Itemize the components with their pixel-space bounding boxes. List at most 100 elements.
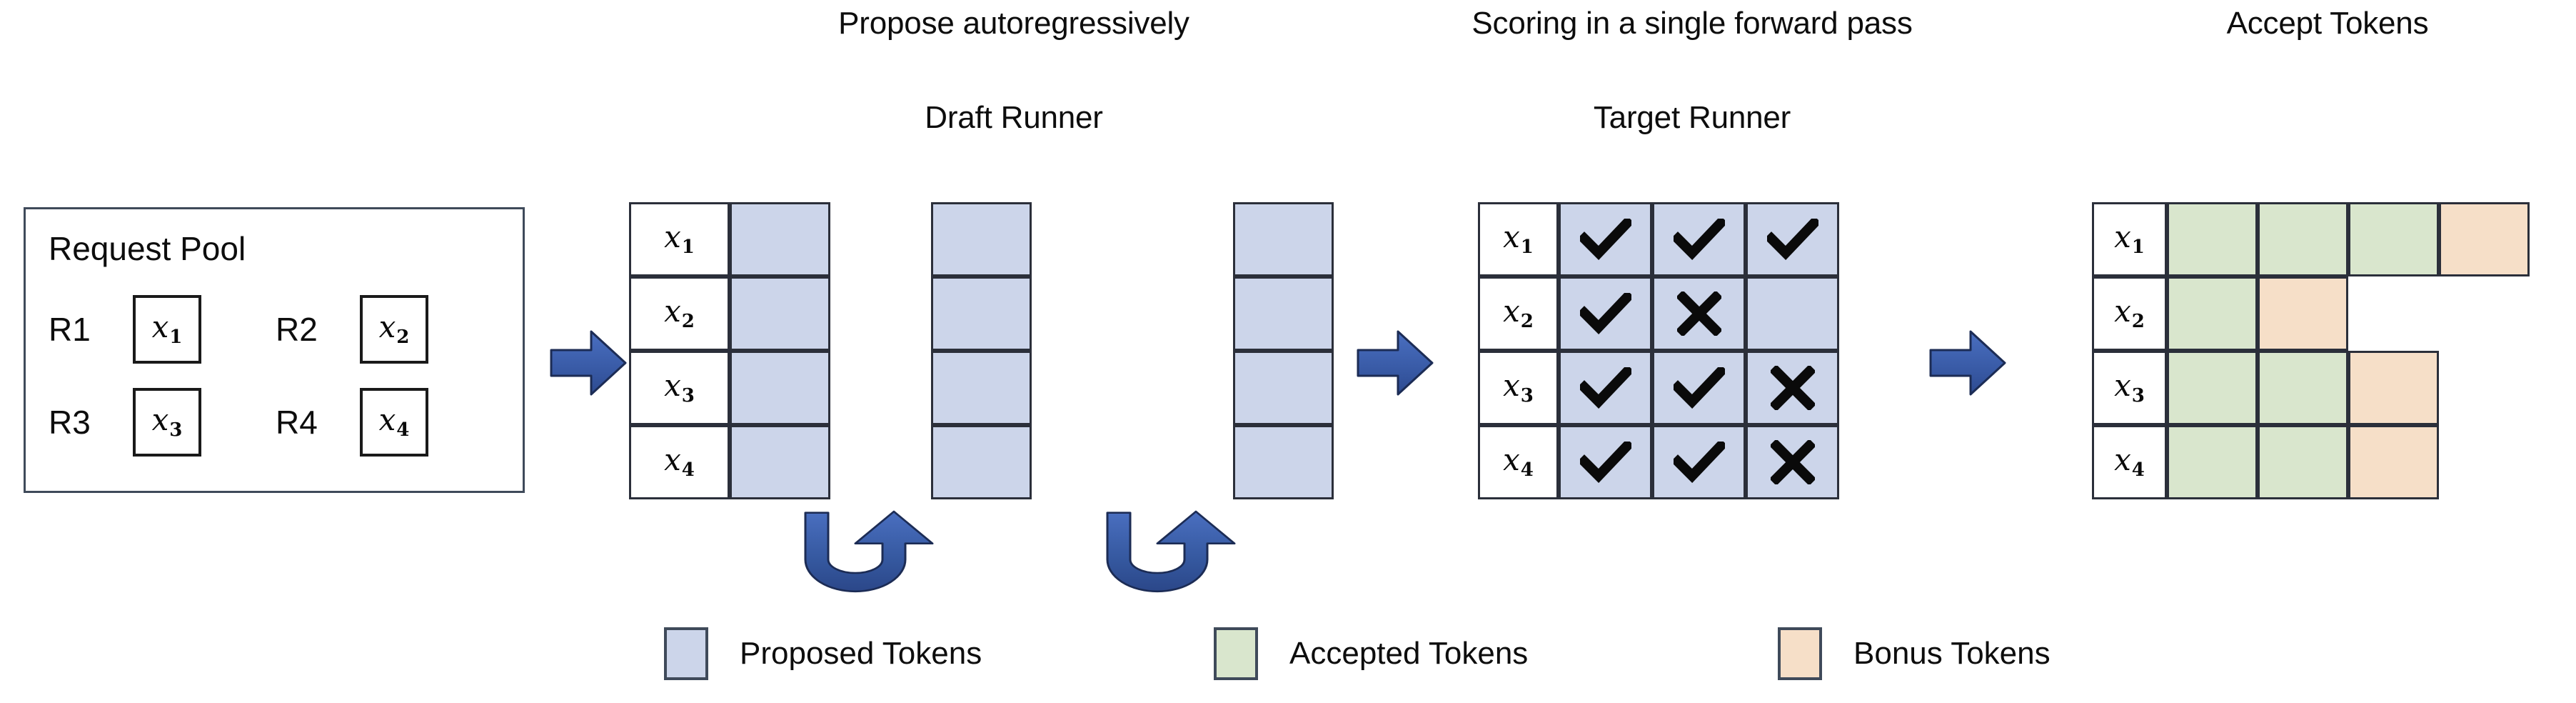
request-token-r3: x3 (133, 388, 201, 457)
accept-row: x3 (2092, 351, 2530, 425)
token-glyph: x2 (378, 309, 410, 348)
target-row: x3 (1478, 351, 1839, 425)
accept-row-label-2: x2 (2092, 276, 2167, 351)
accepted-token-cell (2258, 351, 2348, 425)
accept-tokens-title: Accept Tokens (2226, 6, 2429, 41)
request-token-r2: x2 (360, 295, 428, 364)
draft-proposed-cell (1233, 425, 1334, 499)
check-icon (1654, 353, 1744, 423)
feedback-arrow-step1-to-step2 (793, 493, 1007, 607)
draft-proposed-cell (1233, 276, 1334, 351)
legend-label-proposed: Proposed Tokens (740, 636, 982, 671)
token-glyph: x3 (1503, 368, 1534, 407)
target-row-label-1: x1 (1478, 202, 1559, 276)
token-glyph: x1 (151, 309, 183, 348)
draft-row: x2 (629, 276, 830, 351)
request-row-r1: R1 x1 (49, 295, 201, 364)
target-caption: Scoring in a single forward pass (1471, 6, 1913, 41)
accept-row-label-1: x1 (2092, 202, 2167, 276)
target-score-cell (1559, 351, 1652, 425)
legend-label-accepted: Accepted Tokens (1289, 636, 1529, 671)
target-row-label-3: x3 (1478, 351, 1559, 425)
token-glyph: x1 (664, 219, 695, 258)
token-glyph: x1 (1503, 219, 1534, 258)
draft-proposed-cell (931, 425, 1032, 499)
token-glyph: x3 (2114, 368, 2145, 407)
target-runner-title: Target Runner (1593, 100, 1791, 135)
draft-step-3 (1233, 202, 1334, 499)
flow-arrow-pool-to-draft (548, 323, 628, 403)
request-pool-label: Request Pool (49, 230, 246, 267)
request-id-r3: R3 (49, 404, 91, 441)
draft-row-label-2: x2 (629, 276, 730, 351)
draft-proposed-cell (1233, 202, 1334, 276)
request-token-r1: x1 (133, 295, 201, 364)
bonus-swatch (1778, 627, 1822, 680)
target-score-cell (1559, 202, 1652, 276)
request-id-r2: R2 (276, 311, 318, 348)
target-row: x4 (1478, 425, 1839, 499)
legend-item-accepted: Accepted Tokens (1214, 627, 1528, 680)
draft-row-label-3: x3 (629, 351, 730, 425)
check-icon (1654, 427, 1744, 497)
accepted-token-cell (2167, 276, 2258, 351)
draft-runner-title: Draft Runner (925, 100, 1103, 135)
token-glyph: x4 (1503, 442, 1534, 481)
legend: Proposed Tokens Accepted Tokens Bonus To… (0, 619, 2576, 697)
target-score-cell (1652, 202, 1746, 276)
token-glyph: x3 (664, 368, 695, 407)
target-score-cell (1746, 351, 1839, 425)
target-score-cell (1559, 425, 1652, 499)
check-icon (1561, 204, 1650, 274)
check-icon (1748, 204, 1837, 274)
draft-row-label-1: x1 (629, 202, 730, 276)
request-row-r3: R3 x3 (49, 388, 201, 457)
draft-proposed-cell (1233, 351, 1334, 425)
feedback-arrow-step2-to-step3 (1095, 493, 1309, 607)
target-runner-grid: x1 x2 x3 (1478, 202, 1839, 499)
token-glyph: x4 (2114, 442, 2145, 481)
check-icon (1561, 427, 1650, 497)
draft-proposed-cell (931, 276, 1032, 351)
accepted-token-cell (2167, 425, 2258, 499)
proposed-swatch (664, 627, 708, 680)
request-token-r4: x4 (360, 388, 428, 457)
draft-step-2 (931, 202, 1032, 499)
draft-caption: Propose autoregressively (838, 6, 1189, 41)
draft-proposed-cell (931, 202, 1032, 276)
target-row-label-2: x2 (1478, 276, 1559, 351)
token-glyph: x2 (2114, 294, 2145, 332)
accept-row: x2 (2092, 276, 2530, 351)
check-icon (1654, 204, 1744, 274)
legend-item-proposed: Proposed Tokens (664, 627, 982, 680)
target-score-cell (1652, 351, 1746, 425)
accepted-token-cell (2258, 202, 2348, 276)
accepted-token-cell (2167, 351, 2258, 425)
target-row: x1 (1478, 202, 1839, 276)
target-score-cell (1652, 276, 1746, 351)
accepted-token-cell (2348, 202, 2439, 276)
draft-proposed-cell (730, 276, 830, 351)
flow-arrow-draft-to-target (1355, 323, 1435, 403)
target-score-cell (1746, 276, 1839, 351)
draft-row-label-4: x4 (629, 425, 730, 499)
accept-tokens-grid: x1 x2 x3 x4 (2092, 202, 2530, 499)
draft-proposed-cell (730, 351, 830, 425)
cross-icon (1654, 279, 1744, 349)
bonus-token-cell (2258, 276, 2348, 351)
legend-label-bonus: Bonus Tokens (1853, 636, 2051, 671)
accept-row-label-4: x4 (2092, 425, 2167, 499)
request-id-r4: R4 (276, 404, 318, 441)
bonus-token-cell (2439, 202, 2530, 276)
check-icon (1561, 279, 1650, 349)
draft-proposed-cell (730, 202, 830, 276)
cross-icon (1748, 427, 1837, 497)
request-row-r2: R2 x2 (276, 295, 428, 364)
target-row-label-4: x4 (1478, 425, 1559, 499)
flow-arrow-target-to-accept (1928, 323, 2008, 403)
request-pool-panel: Request Pool R1 x1 R2 x2 R3 x3 R4 x4 (24, 207, 525, 493)
check-icon (1561, 353, 1650, 423)
token-glyph: x4 (378, 402, 410, 441)
request-row-r4: R4 x4 (276, 388, 428, 457)
cross-icon (1748, 353, 1837, 423)
